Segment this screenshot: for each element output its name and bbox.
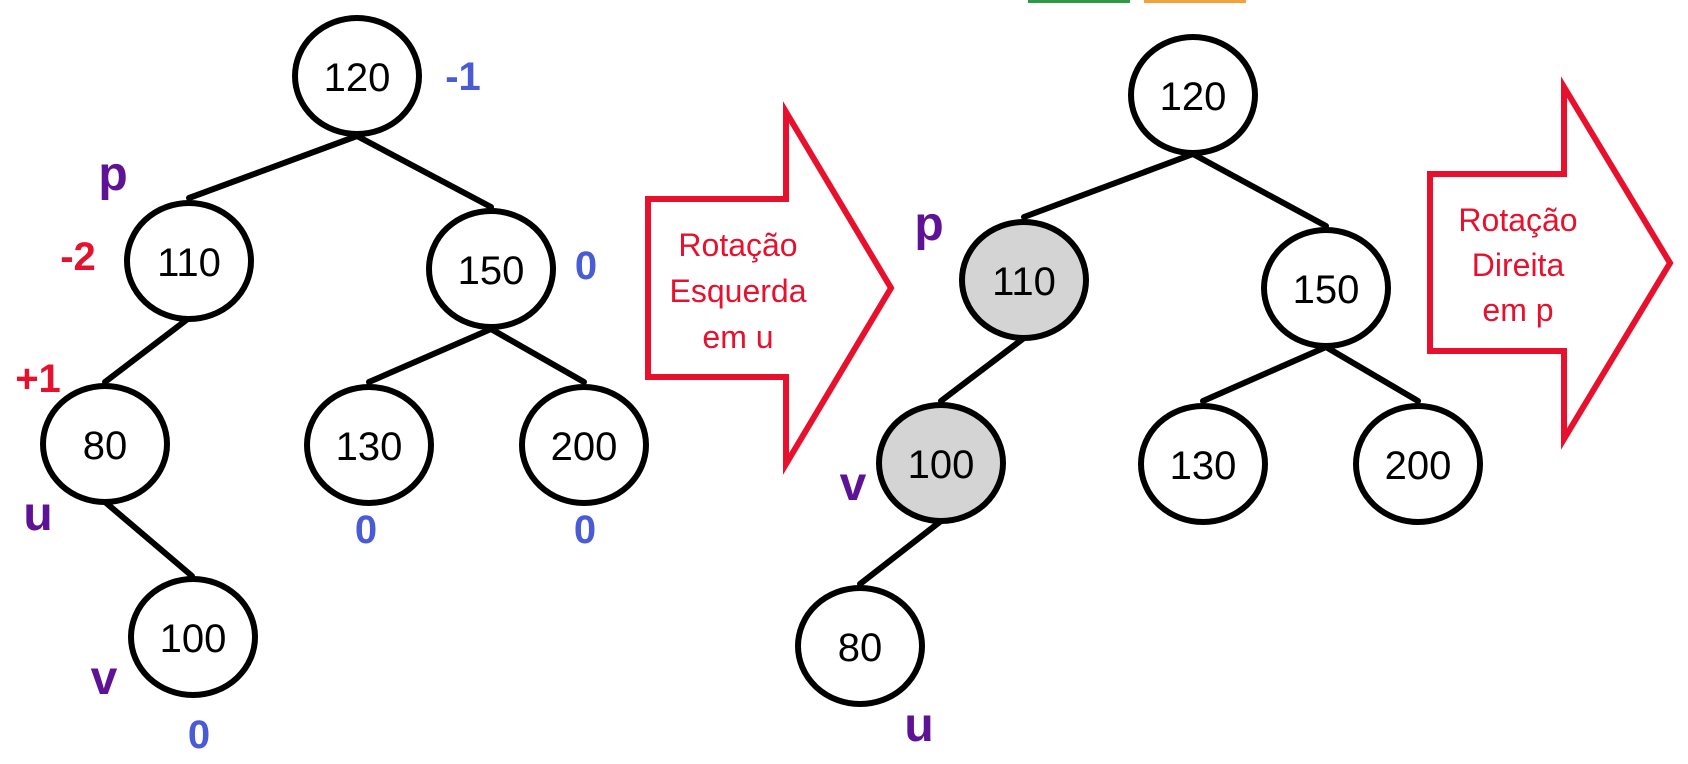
node-label: 120 [1160, 75, 1227, 119]
balance-factor: +1 [15, 357, 61, 401]
left-tree-nodes: 120 110 150 80 130 200 100 [40, 15, 649, 698]
node-label: 80 [838, 626, 883, 670]
right-tree-pointers: p v u [840, 198, 944, 752]
edge-110-100 [938, 335, 1027, 404]
tree-node: 80 [795, 585, 925, 707]
left-tree-balances: -1 -2 0 +1 0 0 0 [15, 55, 597, 757]
node-label: 100 [908, 443, 975, 487]
legend-swatch-orange [1144, 0, 1246, 3]
node-label: 120 [324, 56, 391, 100]
tree-node: 80 [40, 383, 170, 505]
tree-node: 100 [128, 576, 258, 698]
right-tree [857, 151, 1421, 587]
arrow-caption: em u [702, 319, 773, 355]
arrow-caption: Rotação [1458, 202, 1577, 238]
balance-factor: -2 [60, 235, 96, 279]
left-tree [102, 133, 587, 579]
node-label: 130 [336, 425, 403, 469]
edge-120-110 [186, 133, 360, 201]
tree-node: 130 [1138, 403, 1268, 525]
node-label: 110 [157, 241, 221, 285]
tree-node: 120 [292, 15, 422, 137]
pointer-label: p [914, 198, 943, 251]
node-label: 80 [83, 424, 128, 468]
rotation-arrow-left: Rotação Esquerda em u [645, 101, 895, 475]
node-label: 100 [160, 617, 227, 661]
tree-node: 200 [519, 384, 649, 506]
balance-factor: -1 [445, 55, 481, 99]
tree-node: 110 [124, 200, 254, 322]
tree-node: 130 [304, 384, 434, 506]
tree-node-highlighted: 110 [959, 219, 1089, 341]
edge-110-80 [102, 315, 192, 385]
pointer-label: u [23, 488, 52, 541]
balance-factor: 0 [574, 508, 596, 552]
balance-factor: 0 [188, 713, 210, 757]
node-label: 150 [1293, 268, 1360, 312]
arrow-caption: Direita [1472, 247, 1565, 283]
edge-120-150 [1190, 151, 1329, 229]
tree-node: 120 [1128, 34, 1258, 156]
edge-150-130 [1200, 344, 1329, 404]
tree-node-highlighted: 100 [876, 402, 1006, 524]
edge-150-200 [488, 326, 587, 385]
edge-100-80 [857, 518, 944, 587]
pointer-label: v [91, 652, 118, 705]
rotation-arrow-right: Rotação Direita em p [1427, 76, 1674, 450]
edge-80-100 [102, 499, 195, 579]
balance-factor: 0 [575, 244, 597, 288]
arrow-caption: em p [1482, 292, 1553, 328]
edge-120-150 [354, 133, 494, 210]
tree-node: 200 [1353, 403, 1483, 525]
left-tree-pointers: p u v [23, 148, 127, 705]
edge-120-110 [1021, 151, 1196, 220]
edge-150-130 [366, 326, 494, 385]
balance-factor: 0 [355, 508, 377, 552]
pointer-label: p [98, 148, 127, 201]
tree-node: 150 [426, 208, 556, 330]
node-label: 150 [458, 249, 525, 293]
arrow-caption: Rotação [678, 227, 797, 263]
pointer-label: u [904, 699, 933, 752]
edge-150-200 [1323, 344, 1421, 404]
node-label: 130 [1170, 444, 1237, 488]
node-label: 110 [992, 260, 1056, 304]
right-tree-nodes: 120 110 150 100 130 200 80 [795, 34, 1483, 707]
legend-swatch-green [1028, 0, 1130, 3]
tree-node: 150 [1261, 227, 1391, 349]
node-label: 200 [1385, 444, 1452, 488]
pointer-label: v [840, 458, 867, 511]
arrow-caption: Esquerda [670, 273, 807, 309]
node-label: 200 [551, 425, 618, 469]
